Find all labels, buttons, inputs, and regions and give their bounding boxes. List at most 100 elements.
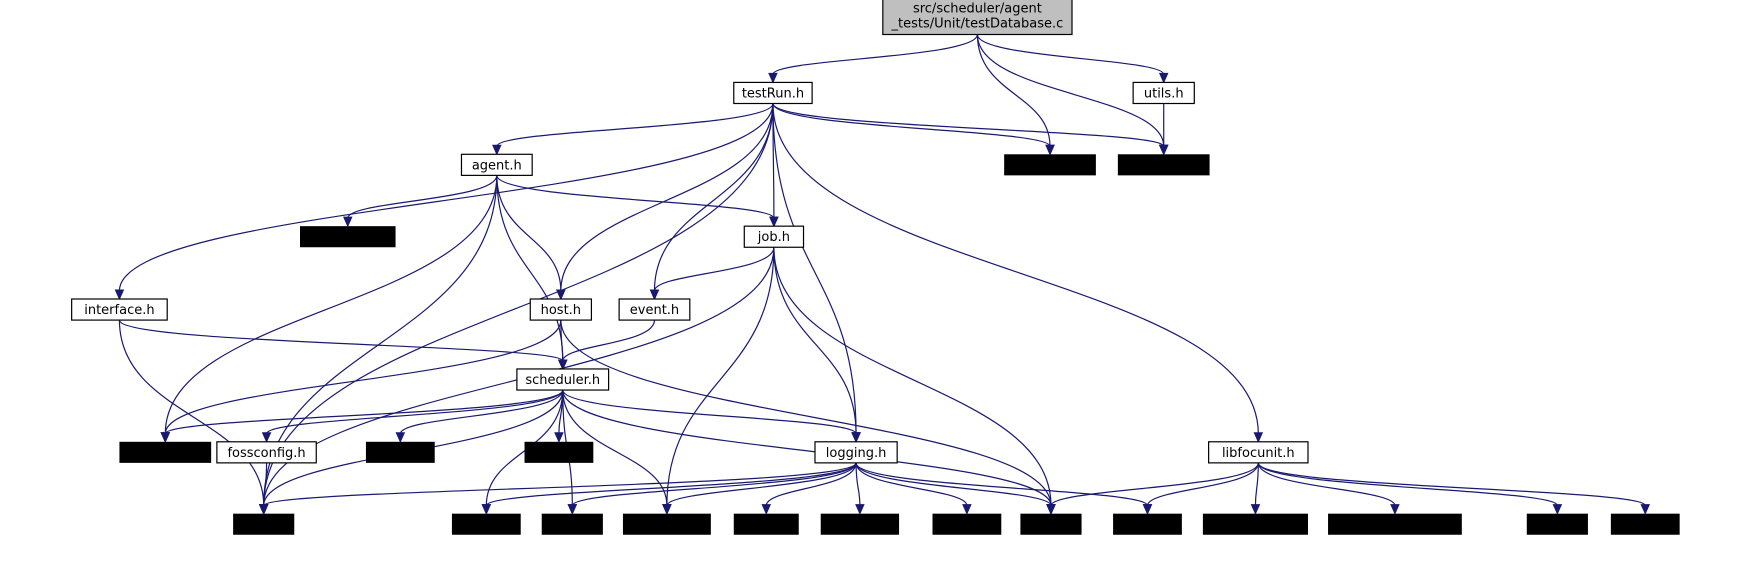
edge-event-to-scheduler [557,319,656,371]
node-libpq-fe-h[interactable]: libpq-fe.h [622,513,711,535]
edge-logging-to-errno [567,462,857,515]
edge-logging-to-libpq [662,462,857,515]
edge-layer [114,34,1651,515]
node-job-h[interactable]: job.h [743,225,805,248]
node-box [1526,513,1588,535]
node-cunit-cunit-h[interactable]: CUnit/CUnit.h [1202,513,1308,535]
node-stdarg-h[interactable]: stdarg.h [932,513,1002,535]
node-host-h[interactable]: host.h [529,298,593,321]
node-box [365,441,435,463]
node-pthread-h[interactable]: pthread.h [820,513,900,535]
node-getopt-h[interactable]: getopt.h [1610,513,1680,535]
node-box [622,513,711,535]
node-scheduler-h[interactable]: scheduler.h [1117,154,1210,176]
node-box [882,0,1073,36]
edge-agent-to-giogio [160,175,498,444]
node-errno-h[interactable]: errno.h [541,513,603,535]
node-box [1132,81,1195,105]
node-logging-h[interactable]: logging.h [814,441,898,464]
node-box [820,513,900,535]
edge-agent-to-systypes [343,175,498,228]
edge-agent-to-job [496,175,779,228]
node-sys-types-h[interactable]: sys/types.h [300,226,396,248]
node-label: interface.h [84,303,154,318]
node-box [733,81,813,105]
edge-logging-to-stdlib [855,462,1153,515]
node-interface-h[interactable]: interface.h [71,298,168,321]
node-database-h[interactable]: database.h [1004,154,1096,176]
edge-agent-to-host [496,175,566,301]
node-label: assert.h [1531,518,1583,533]
edge-libfocunit-to-stdio [1046,462,1259,515]
edge-logging-to-stdarg [855,462,972,515]
node-box [743,225,805,248]
node-label: agent.h [472,158,522,173]
node-label: job.h [757,230,790,245]
node-box [524,441,594,463]
node-event-h[interactable]: event.h [618,298,691,321]
edge-scheduler-to-logging [562,389,861,444]
node-utils-h[interactable]: utils.h [1132,81,1195,105]
node-cunit-automated-h[interactable]: CUnit/Automated.h [1328,513,1462,535]
node-label: fossconfig.h [227,446,305,461]
edge-libfocunit-to-stdlib [1142,462,1259,515]
node-box [516,368,610,391]
edge-testRun-to-logging [772,103,861,444]
node-assert-h[interactable]: assert.h [1526,513,1588,535]
edge-job-to-event [649,247,775,301]
node-box [1202,513,1308,535]
node-label: CUnit/Automated.h [1333,518,1457,533]
node-src-scheduler-agent-tests-unit-testdatabase-c[interactable]: src/scheduler/agent_tests/Unit/testDatab… [882,0,1073,36]
node-label: database.h [1014,158,1087,173]
node-label: glib.h [246,518,282,533]
node-stdlib-h[interactable]: stdlib.h [1113,513,1182,535]
node-label: scheduler.h [525,373,600,388]
node-label: src/scheduler/agent [913,1,1042,16]
node-box [1328,513,1462,535]
edge-scheduler-to-giogio [160,389,564,444]
node-box [618,298,691,321]
node-stdio-h[interactable]: stdio.h [1020,513,1082,535]
node-label: logging.h [826,446,887,461]
node-fossconfig-h[interactable]: fossconfig.h [216,441,317,464]
edge-testRun-to-interface [114,103,774,301]
edge-logging-to-pthread [855,462,865,515]
node-label: utils.h [1144,86,1184,101]
node-box [460,153,533,176]
node-agent-h[interactable]: agent.h [460,153,533,176]
node-layer: src/scheduler/agent_tests/Unit/testDatab… [71,0,1680,535]
edge-root-to-testRun [768,34,979,84]
node-box [1610,513,1680,535]
node-string-h[interactable]: string.h [733,513,799,535]
node-stdint-h[interactable]: stdint.h [451,513,521,535]
node-label: libpq-fe.h [636,518,698,533]
edge-libfocunit-to-assert [1257,462,1563,515]
node-gio-gio-h[interactable]: gio/gio.h [119,441,212,463]
node-box [541,513,603,535]
node-signal-h[interactable]: signal.h [365,441,435,463]
node-testrun-h[interactable]: testRun.h [733,81,813,105]
node-scheduler-h[interactable]: scheduler.h [516,368,610,391]
node-box [71,298,168,321]
edge-testRun-to-agent [492,103,774,156]
edge-testRun-to-host [556,103,774,301]
node-glib-h[interactable]: glib.h [233,513,295,535]
edge-libfocunit-to-cunitauto [1257,462,1400,515]
node-label: pthread.h [828,518,891,533]
node-label: stdlib.h [1123,518,1171,533]
node-label: stdarg.h [940,518,994,533]
node-label: signal.h [375,446,426,461]
node-box [1208,441,1309,464]
node-limits-h[interactable]: limits.h [524,441,594,463]
node-libfocunit-h[interactable]: libfocunit.h [1208,441,1309,464]
edge-interface-to-scheduler [118,319,568,371]
node-box [814,441,898,464]
edge-testRun-to-libfocunit [772,103,1264,444]
node-box [300,226,396,248]
edge-logging-to-string [761,462,857,515]
edge-scheduler-to-signal [395,389,564,444]
node-label: libfocunit.h [1222,446,1295,461]
node-box [1004,154,1096,176]
node-box [216,441,317,464]
